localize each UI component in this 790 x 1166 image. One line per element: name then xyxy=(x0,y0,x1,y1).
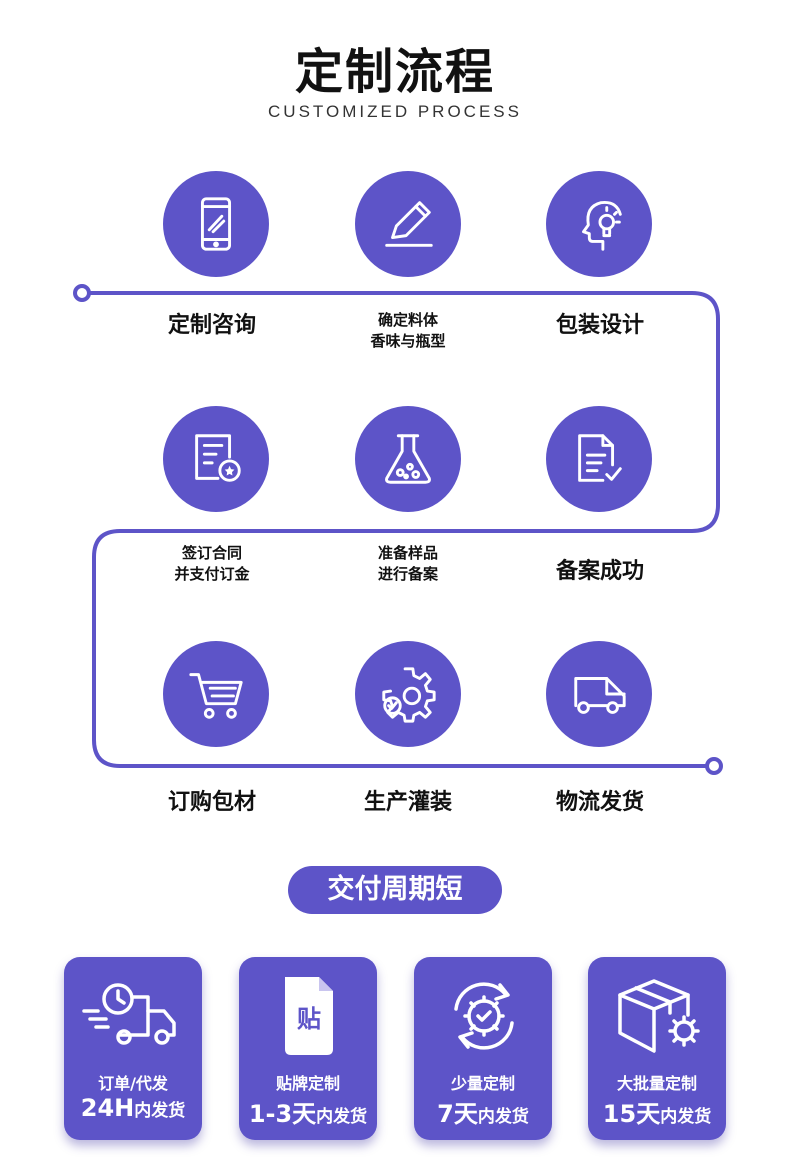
idea-head-icon xyxy=(582,200,622,251)
card-2-line2: 1-3天内发货 xyxy=(248,1100,368,1128)
delivery-card-4: 大批量定制 15天内发货 xyxy=(588,957,726,1140)
phone-icon xyxy=(200,197,232,251)
card-3-line1: 少量定制 xyxy=(450,1074,515,1093)
page-title: 定制流程 xyxy=(294,44,495,100)
contract-icon xyxy=(195,434,241,482)
step-8-circle xyxy=(355,641,461,747)
delivery-card-2: 贴 贴牌定制 1-3天内发货 xyxy=(239,957,377,1140)
document-check-icon xyxy=(578,434,622,482)
fast-truck-icon xyxy=(82,983,176,1045)
step-7-label: 订购包材 xyxy=(167,790,256,815)
delivery-title-badge: 交付周期短 xyxy=(288,866,502,914)
card-3-line2: 7天内发货 xyxy=(437,1100,529,1128)
cycle-gear-icon xyxy=(454,982,514,1050)
step-5-circle xyxy=(355,406,461,512)
step-2-circle xyxy=(355,171,461,277)
step-4-circle xyxy=(163,406,269,512)
step-9-circle xyxy=(546,641,652,747)
step-8-label: 生产灌装 xyxy=(363,790,452,815)
card-1-line1: 订单/代发 xyxy=(98,1074,168,1093)
step-6-label: 备案成功 xyxy=(555,559,644,584)
truck-icon xyxy=(574,677,626,714)
cart-icon xyxy=(189,673,243,719)
flask-icon xyxy=(385,434,431,484)
step-1-circle xyxy=(163,171,269,277)
page-subtitle: CUSTOMIZED PROCESS xyxy=(268,102,522,121)
step-2-label: 确定料体香味与瓶型 xyxy=(370,311,446,350)
step-4-label: 签订合同并支付订金 xyxy=(174,544,250,583)
step-1-label: 定制咨询 xyxy=(167,313,256,338)
delivery-card-3: 少量定制 7天内发货 xyxy=(414,957,552,1140)
step-3-label: 包装设计 xyxy=(555,313,644,338)
box-gear-icon xyxy=(618,979,700,1053)
card-2-line1: 贴牌定制 xyxy=(275,1074,340,1093)
step-7-circle xyxy=(163,641,269,747)
delivery-card-1: 订单/代发 24H内发货 xyxy=(64,957,202,1140)
step-3-circle xyxy=(546,171,652,277)
card-1-line2: 24H内发货 xyxy=(80,1094,186,1122)
step-5-label: 准备样品进行备案 xyxy=(377,544,438,583)
pencil-icon xyxy=(385,201,433,247)
label-sticker-icon: 贴 xyxy=(285,977,333,1055)
step-9-label: 物流发货 xyxy=(555,790,644,815)
gear-icon xyxy=(382,667,436,723)
step-6-circle xyxy=(546,406,652,512)
card-4-line1: 大批量定制 xyxy=(616,1074,697,1093)
card-4-line2: 15天内发货 xyxy=(602,1100,712,1128)
label-sticker-icon-text: 贴 xyxy=(297,1005,321,1033)
